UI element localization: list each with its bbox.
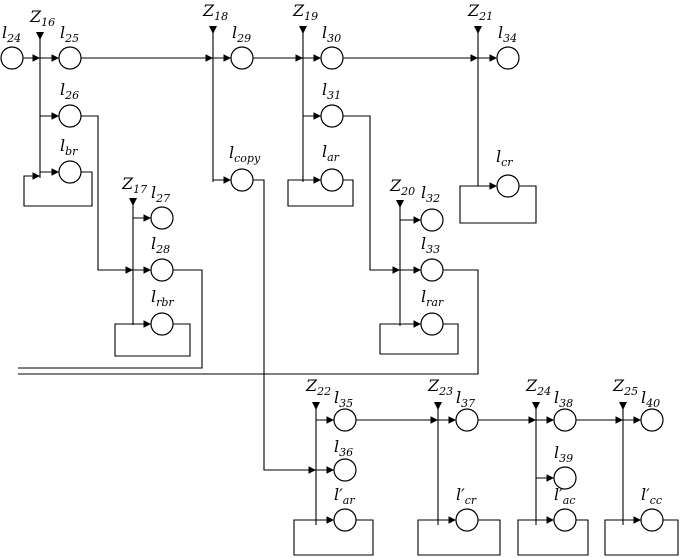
label-l37: l37 xyxy=(456,388,475,410)
arc-l28-out xyxy=(18,269,203,369)
label-lcopy: lcopy xyxy=(229,143,261,165)
label-l30: l30 xyxy=(322,23,341,45)
label-lrbr: lrbr xyxy=(151,287,174,309)
loop-lrbr xyxy=(114,323,191,357)
label-l29: l29 xyxy=(232,23,251,45)
label-l31: l31 xyxy=(322,80,341,102)
loop-lac-prime xyxy=(517,519,589,556)
triangle-z23-icon xyxy=(434,402,442,410)
triangle-z16-icon xyxy=(36,32,44,40)
arc-lcopy-z22 xyxy=(253,179,316,474)
loop-lar xyxy=(287,179,354,207)
label-l40: l40 xyxy=(641,388,660,410)
label-l39: l39 xyxy=(554,443,573,465)
triangle-z18-icon xyxy=(209,26,217,34)
label-z17: Z17 xyxy=(121,174,147,196)
place-l29 xyxy=(230,46,254,70)
label-z20: Z20 xyxy=(389,176,415,198)
place-l35 xyxy=(333,408,357,432)
transition-labels: Z16 Z17 Z18 Z19 Z20 Z21 Z22 Z23 Z24 Z25 xyxy=(29,1,638,398)
place-lar-prime xyxy=(333,508,357,532)
place-l32 xyxy=(420,208,444,232)
label-l34: l34 xyxy=(498,23,517,45)
loop-lar-prime xyxy=(293,519,374,556)
place-l37 xyxy=(455,408,479,432)
label-l28: l28 xyxy=(151,234,170,256)
label-l26: l26 xyxy=(60,80,79,102)
loop-lcr xyxy=(459,185,537,224)
label-l32: l32 xyxy=(421,183,440,205)
label-z16: Z16 xyxy=(29,7,55,29)
label-l33: l33 xyxy=(421,234,440,256)
label-z23: Z23 xyxy=(427,376,453,398)
loop-lcr-prime xyxy=(417,519,501,556)
place-l30 xyxy=(320,46,344,70)
place-l25 xyxy=(58,46,82,70)
label-l36: l36 xyxy=(334,437,353,459)
loop-lbr xyxy=(23,171,93,207)
label-l38: l38 xyxy=(554,388,573,410)
place-lcr xyxy=(496,174,520,198)
triangle-z24-icon xyxy=(532,402,540,410)
label-lbr: lbr xyxy=(60,136,78,158)
arc-l33-out xyxy=(18,269,479,375)
label-lac-prime: l′ac xyxy=(554,485,575,507)
arc-l31-z20 xyxy=(343,115,400,274)
place-labels: l24 l25 l26 lbr l27 l28 lrbr l29 lcopy l… xyxy=(2,23,662,507)
triangle-z17-icon xyxy=(129,198,137,206)
label-l24: l24 xyxy=(2,23,21,45)
label-lcc-prime: l′cc xyxy=(641,485,662,507)
place-l28 xyxy=(150,258,174,282)
label-lrar: lrar xyxy=(421,287,444,309)
place-lrbr xyxy=(150,312,174,336)
place-lar xyxy=(320,168,344,192)
place-l33 xyxy=(420,258,444,282)
triangle-z20-icon xyxy=(396,200,404,208)
transition-bars xyxy=(39,30,624,525)
arcs xyxy=(18,54,679,556)
arc-l26-z17 xyxy=(81,115,133,274)
label-z18: Z18 xyxy=(202,1,228,23)
place-l40 xyxy=(640,408,664,432)
place-lrar xyxy=(420,312,444,336)
place-l38 xyxy=(553,408,577,432)
loop-lcc-prime xyxy=(604,519,679,556)
transition-triangles xyxy=(36,26,627,410)
triangle-z19-icon xyxy=(299,26,307,34)
place-lac-prime xyxy=(553,508,577,532)
places xyxy=(0,46,664,532)
label-lcr-prime: l′cr xyxy=(456,485,477,507)
label-lar-prime: l′ar xyxy=(334,485,355,507)
place-l39 xyxy=(553,466,577,490)
place-l26 xyxy=(58,104,82,128)
place-l24 xyxy=(0,46,24,70)
label-l35: l35 xyxy=(334,388,353,410)
place-l34 xyxy=(496,46,520,70)
place-lcr-prime xyxy=(455,508,479,532)
label-z19: Z19 xyxy=(292,1,318,23)
place-lbr xyxy=(58,160,82,184)
label-lar: lar xyxy=(322,142,340,164)
label-l25: l25 xyxy=(60,23,79,45)
place-l27 xyxy=(150,206,174,230)
label-z21: Z21 xyxy=(467,1,493,23)
triangle-z21-icon xyxy=(474,26,482,34)
label-z25: Z25 xyxy=(612,376,638,398)
label-l27: l27 xyxy=(151,183,170,205)
triangle-z25-icon xyxy=(619,402,627,410)
label-z24: Z24 xyxy=(525,376,551,398)
place-l31 xyxy=(320,104,344,128)
label-lcr: lcr xyxy=(496,147,513,169)
place-lcc-prime xyxy=(640,508,664,532)
loop-lrar xyxy=(379,323,459,355)
triangle-z22-icon xyxy=(312,402,320,410)
place-l36 xyxy=(333,458,357,482)
label-z22: Z22 xyxy=(305,376,331,398)
place-lcopy xyxy=(230,168,254,192)
